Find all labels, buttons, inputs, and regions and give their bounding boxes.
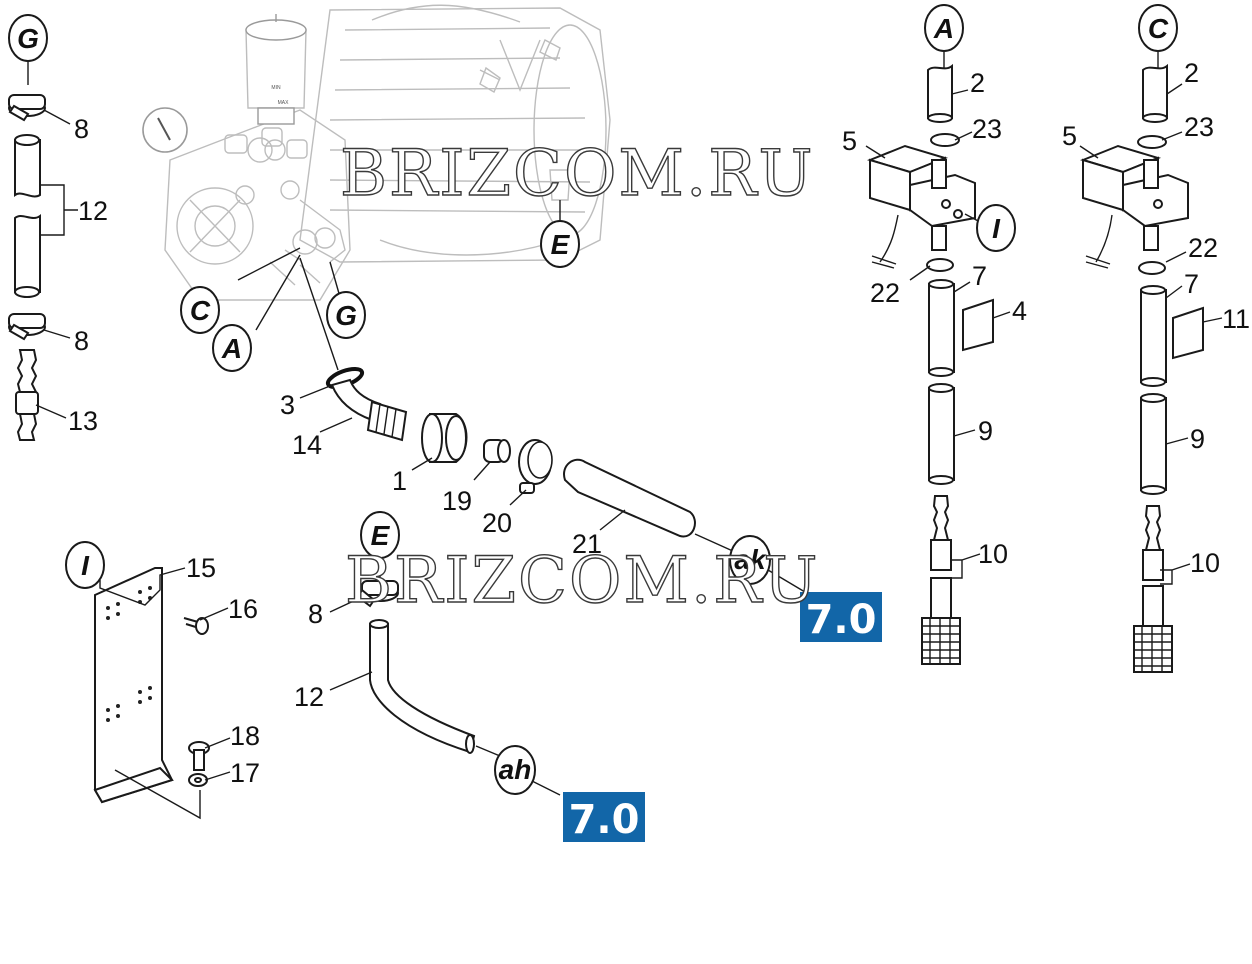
label-col-c-5: 5 <box>1062 121 1077 151</box>
label-14: 14 <box>292 430 322 460</box>
leader-lines <box>27 48 1223 820</box>
ref-ak: ak <box>734 544 767 575</box>
left-hose-set <box>8 94 46 441</box>
ref-c-column: C <box>1148 13 1169 44</box>
label-12b: 12 <box>294 682 324 712</box>
label-col-a-7: 7 <box>972 261 987 291</box>
label-1: 1 <box>392 466 407 496</box>
hose-12-curved <box>356 580 476 754</box>
label-13: 13 <box>68 406 98 436</box>
ref-g-top-left: G <box>17 23 39 54</box>
label-col-c-23: 23 <box>1184 112 1214 142</box>
label-col-a-2: 2 <box>970 68 985 98</box>
badge-top: 7.0 <box>806 597 877 643</box>
ref-i-valve: I <box>992 213 1001 244</box>
valve-column-a <box>866 63 994 665</box>
label-col-c-22: 22 <box>1188 233 1218 263</box>
label-16: 16 <box>228 594 258 624</box>
pump-assembly: MIN MAX <box>142 4 611 301</box>
ref-ah: ah <box>499 754 532 785</box>
badge-top-bg <box>800 592 882 642</box>
ref-g-pump: G <box>335 300 357 331</box>
label-col-a-4: 4 <box>1012 296 1027 326</box>
label-20: 20 <box>482 508 512 538</box>
label-col-a-22: 22 <box>870 278 900 308</box>
label-15: 15 <box>186 553 216 583</box>
ref-c-pump: C <box>190 295 211 326</box>
label-col-c-7: 7 <box>1184 269 1199 299</box>
label-col-a-5: 5 <box>842 126 857 156</box>
mounting-bracket <box>93 567 210 804</box>
label-8a: 8 <box>74 114 89 144</box>
label-8b: 8 <box>74 326 89 356</box>
ref-e-hose: E <box>371 520 391 551</box>
reference-markers: G C A G E A C I E ak ah I <box>8 4 1178 795</box>
label-8c: 8 <box>308 599 323 629</box>
reservoir-min-mark: MIN <box>271 85 281 91</box>
valve-column-c <box>1079 63 1204 673</box>
watermark-middle: BRIZCOM.RU <box>345 544 819 618</box>
ref-a-column: A <box>933 13 954 44</box>
label-19: 19 <box>442 486 472 516</box>
label-18: 18 <box>230 721 260 751</box>
label-21: 21 <box>572 529 602 559</box>
badge-bottom-bg <box>563 792 645 842</box>
label-col-a-23: 23 <box>972 114 1002 144</box>
label-col-c-10: 10 <box>1190 548 1220 578</box>
label-col-c-11: 11 <box>1222 304 1250 334</box>
badge-bottom: 7.0 <box>569 797 640 843</box>
page-reference-badges: 7.0 7.0 <box>563 592 882 843</box>
ref-i-bracket: I <box>81 550 90 581</box>
label-col-a-9: 9 <box>978 416 993 446</box>
watermarks: BRIZCOM.RU BRIZCOM.RU <box>339 136 819 618</box>
watermark-top: BRIZCOM.RU <box>340 137 814 211</box>
part-labels: 8 12 8 13 3 14 1 19 20 21 15 16 18 17 8 … <box>68 58 1250 788</box>
pump-outlet-fittings <box>325 366 696 538</box>
reservoir-max-mark: MAX <box>278 100 290 106</box>
label-3: 3 <box>280 390 295 420</box>
label-17: 17 <box>230 758 260 788</box>
ref-a-pump: A <box>221 333 242 364</box>
ref-e-pump: E <box>551 229 571 260</box>
label-col-a-10: 10 <box>978 539 1008 569</box>
label-col-c-9: 9 <box>1190 424 1205 454</box>
label-12a: 12 <box>78 196 108 226</box>
label-col-c-2: 2 <box>1184 58 1199 88</box>
